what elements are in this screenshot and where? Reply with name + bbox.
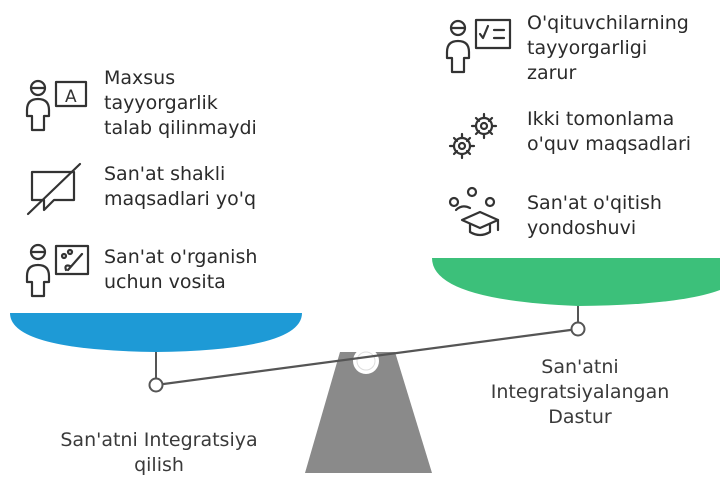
svg-text:A: A: [65, 87, 77, 107]
teacher-board-icon: A: [22, 76, 90, 136]
graduation-network-icon: [444, 184, 506, 248]
teacher-math-board-icon: [442, 14, 514, 80]
left-pan: [10, 313, 302, 352]
left-beam-joint: [148, 377, 164, 393]
right-item-2-label: Ikki tomonlama o'quv maqsadlari: [527, 108, 692, 155]
left-item-3-label: San'at o'rganish uchun vosita: [104, 246, 258, 293]
right-pan: [432, 258, 720, 306]
scale-beam: [155, 327, 579, 387]
right-caption: San'atni Integratsiyalangan Dastur: [490, 356, 670, 428]
left-item-2-label: San'at shakli maqsadlari yo'q: [104, 163, 257, 210]
crossed-message-icon: [24, 160, 84, 220]
scale-fulcrum: [305, 352, 432, 473]
right-item-1-label: O'qituvchilarning tayyorgarligi zarur: [527, 12, 689, 84]
gears-icon: [444, 108, 506, 168]
left-item-1-label: Maxsus tayyorgarlik talab qilinmaydi: [104, 67, 257, 139]
right-item-3-label: San'at o'qitish yondoshuvi: [527, 192, 662, 239]
painter-palette-icon: [22, 240, 92, 304]
right-beam-joint: [570, 321, 586, 337]
left-caption: San'atni Integratsiya qilish: [60, 429, 258, 476]
